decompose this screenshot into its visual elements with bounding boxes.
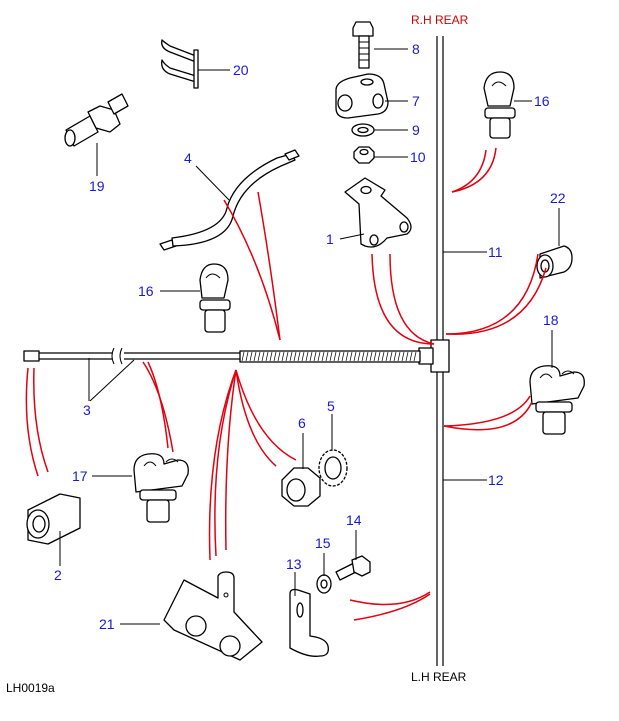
- washer-part-9: [351, 123, 375, 137]
- callout-9[interactable]: 9: [412, 122, 420, 138]
- clip-part-16-left: [199, 263, 231, 333]
- sleeve-corrugation: [277, 351, 281, 362]
- clip-part-16-upper: [483, 71, 516, 139]
- callout-12[interactable]: 12: [488, 472, 504, 488]
- sleeve-corrugation: [265, 351, 269, 362]
- clip-part-18: [529, 365, 585, 435]
- clip-part-17: [133, 453, 189, 523]
- sleeve-corrugation: [321, 351, 325, 362]
- callout-22[interactable]: 22: [550, 190, 566, 206]
- leader-arcs: [25, 147, 547, 621]
- callout-16-left[interactable]: 16: [138, 283, 154, 299]
- tube-nut-part-2: [26, 493, 81, 545]
- sleeve-corrugation: [385, 351, 389, 362]
- callout-7[interactable]: 7: [412, 93, 420, 109]
- brake-pipe: [23, 347, 421, 365]
- sleeve-corrugation: [365, 351, 369, 362]
- callout-15[interactable]: 15: [315, 535, 331, 551]
- sleeve-corrugation: [393, 351, 397, 362]
- sleeve-corrugation: [333, 351, 337, 362]
- sleeve-corrugation: [337, 351, 341, 362]
- sleeve-corrugation: [345, 351, 349, 362]
- sleeve-corrugation: [397, 351, 401, 362]
- rh-rear-label: R.H REAR: [411, 13, 469, 27]
- callout-3[interactable]: 3: [83, 402, 91, 418]
- sleeve-corrugation: [353, 351, 357, 362]
- sleeve-corrugation: [289, 351, 293, 362]
- sleeve-corrugation: [401, 351, 405, 362]
- sleeve-corrugation: [293, 351, 297, 362]
- sleeve-corrugation: [261, 351, 265, 362]
- sleeve-corrugation: [329, 351, 333, 362]
- sleeve-corrugation: [317, 351, 321, 362]
- bolt-part-14: [335, 555, 371, 581]
- sleeve-corrugation: [301, 351, 305, 362]
- sleeve-corrugation: [389, 351, 393, 362]
- callout-14[interactable]: 14: [346, 512, 362, 528]
- tee-union: [418, 339, 450, 373]
- callout-19[interactable]: 19: [89, 178, 105, 194]
- sleeve-corrugation: [369, 351, 373, 362]
- sleeve-corrugation: [285, 351, 289, 362]
- callout-2[interactable]: 2: [54, 567, 62, 583]
- sleeve-corrugation: [349, 351, 353, 362]
- diagram-reference: LH0019a: [6, 681, 55, 695]
- sleeve-corrugation: [313, 351, 317, 362]
- sleeve-corrugation: [361, 351, 365, 362]
- callout-16-upper[interactable]: 16: [534, 93, 550, 109]
- callout-4[interactable]: 4: [184, 150, 192, 166]
- lock-washer-part-5: [318, 449, 348, 487]
- sleeve-corrugation: [405, 351, 409, 362]
- sleeve-corrugation: [245, 351, 249, 362]
- nut-part-10: [353, 146, 375, 164]
- flexible-hose-part-4: [159, 149, 300, 251]
- callout-5[interactable]: 5: [327, 398, 335, 414]
- callout-13[interactable]: 13: [286, 556, 302, 572]
- sleeve-corrugation: [377, 351, 381, 362]
- sleeve-corrugation: [297, 351, 301, 362]
- lh-rear-pipe: [436, 372, 444, 666]
- callout-10[interactable]: 10: [410, 149, 426, 165]
- sleeve-corrugation: [373, 351, 377, 362]
- callout-18[interactable]: 18: [543, 312, 559, 328]
- callout-lines: [59, 48, 560, 625]
- sleeve-part-22: [536, 245, 573, 279]
- washer-part-15: [316, 574, 332, 594]
- lh-rear-label: L.H REAR: [411, 670, 467, 684]
- callout-6[interactable]: 6: [298, 415, 306, 431]
- adaptor-part-19: [64, 93, 129, 147]
- sleeve-corrugation: [381, 351, 385, 362]
- callout-11[interactable]: 11: [488, 244, 503, 260]
- callout-21[interactable]: 21: [99, 616, 115, 632]
- callout-1[interactable]: 1: [326, 231, 334, 247]
- union-part-7: [335, 73, 389, 119]
- bracket-part-1: [344, 177, 412, 248]
- sleeve-corrugation: [409, 351, 413, 362]
- sleeve-corrugation: [341, 351, 345, 362]
- sleeve-corrugation: [309, 351, 313, 362]
- sleeve-corrugation: [249, 351, 253, 362]
- sleeve-corrugation: [257, 351, 261, 362]
- sleeve-corrugation: [325, 351, 329, 362]
- bracket-part-21: [163, 571, 263, 661]
- sleeve-corrugation: [269, 351, 273, 362]
- spring-clip-part-20: [161, 39, 199, 89]
- nut-part-6: [281, 467, 321, 507]
- sleeve-corrugation: [253, 351, 257, 362]
- callout-17[interactable]: 17: [72, 468, 88, 484]
- sleeve-corrugation: [273, 351, 277, 362]
- p-clip-part-13: [289, 588, 329, 657]
- callout-20[interactable]: 20: [233, 62, 249, 78]
- rh-rear-pipe: [436, 36, 444, 340]
- sleeve-corrugation: [281, 351, 285, 362]
- sleeve-corrugation: [357, 351, 361, 362]
- bolt-part-8: [352, 21, 374, 69]
- sleeve-corrugation: [305, 351, 309, 362]
- sleeve-corrugation: [241, 351, 245, 362]
- callout-8[interactable]: 8: [412, 41, 420, 57]
- callout-numbers: 8 7 9 10 1 11 12 16 22 18 20 19 4 16 3 1…: [54, 41, 566, 632]
- sleeve-corrugation: [413, 351, 417, 362]
